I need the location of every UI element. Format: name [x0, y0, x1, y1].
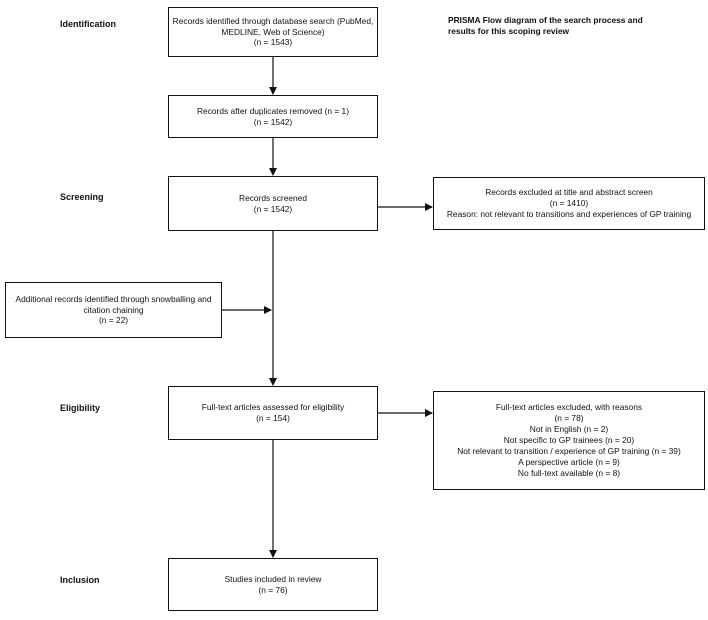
box-studies-included-line1: Studies included in review	[224, 573, 322, 584]
box-additional-records-line3: (n = 22)	[98, 315, 129, 326]
box-records-excluded: Records excluded at title and abstract s…	[433, 177, 705, 230]
box-fulltext-assessed-line2: (n = 154)	[256, 413, 290, 423]
box-duplicates-removed: Records after duplicates removed (n = 1)…	[168, 95, 378, 138]
box-records-screened-line2: (n = 1542)	[253, 203, 293, 214]
box-records-identified-line3: (n = 1543)	[253, 37, 293, 48]
diagram-title: PRISMA Flow diagram of the search proces…	[448, 15, 643, 38]
box-fulltext-excluded-line5: Not relevant to transition / experience …	[457, 445, 681, 456]
box-additional-records-line1: Additional records identified through sn…	[15, 293, 212, 304]
box-duplicates-removed-line2: (n = 1542)	[253, 116, 293, 127]
box-fulltext-excluded-line4: Not specific to GP trainees (n = 20)	[503, 435, 635, 446]
stage-label-identification: Identification	[60, 19, 116, 29]
box-records-excluded-line3: Reason: not relevant to transitions and …	[446, 208, 692, 219]
stage-label-eligibility: Eligibility	[60, 403, 101, 413]
box-duplicates-removed-line1: Records after duplicates removed (n = 1)	[197, 105, 349, 116]
box-records-screened: Records screened (n = 1542)	[168, 176, 378, 231]
diagram-title-line1: PRISMA Flow diagram of the search proces…	[448, 15, 643, 25]
diagram-title-line2: results for this scoping review	[448, 26, 570, 37]
box-additional-records-line2: citation chaining	[83, 304, 144, 315]
box-records-excluded-line1: Records excluded at title and abstract s…	[485, 187, 653, 198]
box-records-identified-line1: Records identified through database sear…	[172, 15, 374, 26]
box-studies-included-line2: (n = 76)	[258, 584, 288, 595]
box-fulltext-assessed-line1: Full-text articles assessed for eligibil…	[201, 402, 345, 413]
stage-label-inclusion: Inclusion	[60, 575, 100, 585]
box-fulltext-excluded-line2: (n = 78)	[554, 413, 584, 424]
box-fulltext-excluded-line3: Not in English (n = 2)	[529, 424, 609, 435]
box-fulltext-excluded-line1: Full-text articles excluded, with reason…	[495, 402, 643, 413]
box-records-identified: Records identified through database sear…	[168, 7, 378, 57]
box-records-excluded-line2: (n = 1410)	[549, 198, 589, 209]
box-fulltext-excluded-line6: A perspective article (n = 9)	[518, 456, 620, 467]
box-records-screened-line1: Records screened	[239, 192, 307, 203]
stage-label-screening: Screening	[60, 192, 104, 202]
box-studies-included: Studies included in review (n = 76)	[168, 558, 378, 611]
box-fulltext-excluded-line7: No full-text available (n = 8)	[517, 467, 621, 478]
box-additional-records: Additional records identified through sn…	[5, 282, 222, 338]
box-fulltext-assessed: Full-text articles assessed for eligibil…	[168, 386, 378, 440]
box-records-identified-line2: MEDLINE, Web of Science)	[221, 26, 325, 37]
box-fulltext-excluded: Full-text articles excluded, with reason…	[433, 391, 705, 490]
